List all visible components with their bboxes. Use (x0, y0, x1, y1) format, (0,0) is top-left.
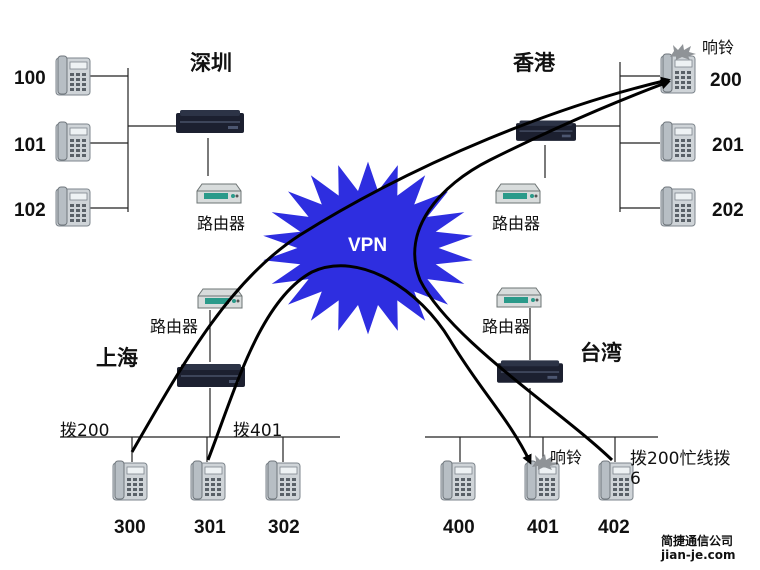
phone-202 (660, 186, 696, 227)
annotation-busy-dial-line2: 6 (630, 469, 641, 489)
call-path-300-to-200 (130, 76, 671, 453)
ext-label-400: 400 (443, 517, 475, 538)
city-label-hongkong: 香港 (513, 50, 555, 75)
router-taiwan (496, 287, 542, 308)
call-paths (130, 76, 671, 465)
annotation-busy-dial-line1: 拨200忙线拨 (630, 449, 731, 469)
phone-201 (660, 121, 696, 162)
phone-300 (112, 460, 148, 501)
call-path-301-to-401 (206, 264, 532, 465)
phone-400 (440, 460, 476, 501)
ext-label-300: 300 (114, 517, 146, 538)
brand-url: jian-je.com (661, 548, 736, 562)
pbx-shenzhen (176, 110, 244, 133)
ext-label-302: 302 (268, 517, 300, 538)
phone-402 (598, 460, 634, 501)
router-label-shenzhen: 路由器 (197, 214, 246, 233)
brand-name: 简捷通信公司 (661, 534, 734, 548)
router-hongkong (495, 183, 541, 204)
vpn-label: VPN (348, 235, 388, 256)
ext-label-200: 200 (710, 70, 742, 91)
ring-label-401: 响铃 (550, 448, 583, 467)
ext-label-202: 202 (712, 200, 744, 221)
ext-label-100: 100 (14, 68, 46, 89)
phone-301 (190, 460, 226, 501)
ext-label-401: 401 (527, 517, 559, 538)
vpn-cloud (263, 161, 473, 335)
phone-102 (55, 186, 91, 227)
router-label-shanghai: 路由器 (150, 317, 199, 336)
ext-label-101: 101 (14, 135, 46, 156)
router-shenzhen (196, 183, 242, 204)
city-label-shenzhen: 深圳 (190, 50, 232, 75)
annotation-dial-401: 拨401 (233, 421, 283, 441)
call-path-402-busy-to-200 (413, 79, 671, 462)
brand-logo-text: 简捷通信公司 jian-je.com (661, 534, 736, 562)
ext-label-102: 102 (14, 200, 46, 221)
router-label-taiwan: 路由器 (482, 317, 531, 336)
annotation-dial-200: 拨200 (60, 421, 110, 441)
ext-label-402: 402 (598, 517, 630, 538)
router-label-hongkong: 路由器 (492, 214, 541, 233)
city-label-taiwan: 台湾 (580, 340, 622, 365)
phone-302 (265, 460, 301, 501)
ext-label-301: 301 (194, 517, 226, 538)
ext-label-201: 201 (712, 135, 744, 156)
phone-100 (55, 55, 91, 96)
phone-101 (55, 121, 91, 162)
city-label-shanghai: 上海 (96, 345, 138, 370)
ring-label-200: 响铃 (702, 38, 735, 57)
pbx-shanghai (177, 364, 245, 387)
